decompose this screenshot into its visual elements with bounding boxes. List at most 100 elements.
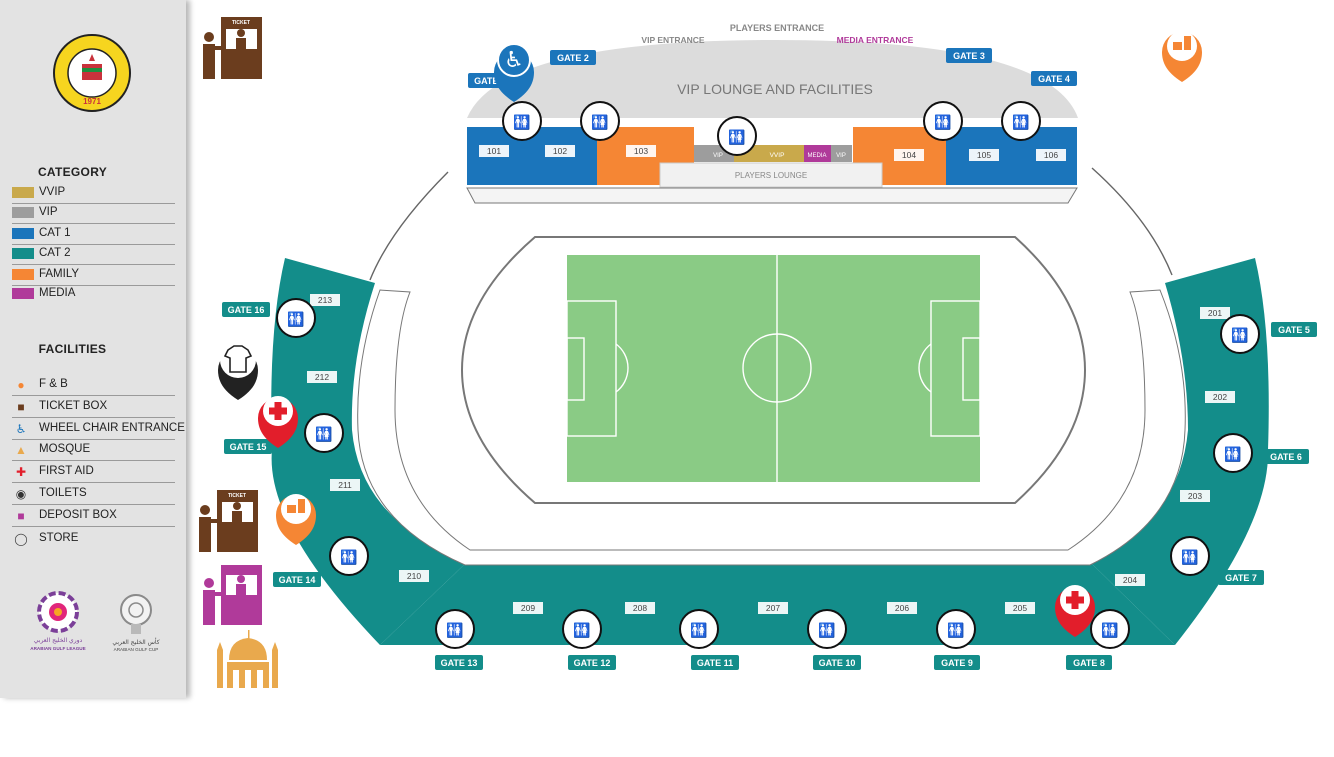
- svg-text:206: 206: [895, 603, 909, 613]
- section-203-label: 203: [1180, 490, 1210, 502]
- gate-7[interactable]: GATE 7: [1218, 570, 1264, 585]
- svg-text:🚻: 🚻: [315, 426, 332, 443]
- svg-text:🚻: 🚻: [728, 129, 745, 146]
- players-lounge-label: PLAYERS LOUNGE: [735, 171, 807, 180]
- mosque-icon[interactable]: [217, 630, 278, 688]
- gate-8[interactable]: GATE 8: [1066, 655, 1112, 670]
- toilets-icon: 🚻: [1090, 609, 1130, 649]
- media-box[interactable]: [804, 145, 831, 162]
- gate-11[interactable]: GATE 11: [691, 655, 739, 670]
- svg-text:GATE 10: GATE 10: [819, 658, 856, 668]
- svg-text:212: 212: [315, 372, 329, 382]
- svg-text:🚻: 🚻: [446, 622, 463, 639]
- svg-text:🚻: 🚻: [513, 114, 530, 131]
- gate-6[interactable]: GATE 6: [1263, 449, 1309, 464]
- svg-text:ARABIAN GULF CUP: ARABIAN GULF CUP: [114, 647, 159, 652]
- first-aid-icon[interactable]: [258, 396, 298, 448]
- toilets-icon: 🚻: [276, 298, 316, 338]
- toilets-icon: 🚻: [304, 413, 344, 453]
- gate-3[interactable]: GATE 3: [946, 48, 992, 63]
- legend-item-fnb: ●F & B: [12, 376, 175, 396]
- store-icon[interactable]: [218, 342, 258, 400]
- gate-5[interactable]: GATE 5: [1271, 322, 1317, 337]
- vip-box-right[interactable]: [831, 145, 852, 162]
- toilets-icon: 🚻: [1213, 433, 1253, 473]
- cat2-swatch: [12, 248, 34, 259]
- legend-item-first-aid: ✚FIRST AID: [12, 463, 175, 483]
- svg-text:208: 208: [633, 603, 647, 613]
- section-103-label: 103: [626, 145, 656, 157]
- section-204-label: 204: [1115, 574, 1145, 586]
- vip-swatch: [12, 207, 34, 218]
- svg-text:207: 207: [766, 603, 780, 613]
- toilets-icon: 🚻: [502, 101, 542, 141]
- wheelchair-icon: ♿: [15, 422, 27, 436]
- svg-text:ARABIAN GULF LEAGUE: ARABIAN GULF LEAGUE: [30, 646, 85, 651]
- vip-lounge-label: VIP LOUNGE AND FACILITIES: [677, 81, 873, 97]
- svg-text:202: 202: [1213, 392, 1227, 402]
- facilities-title: FACILITIES: [38, 342, 107, 356]
- svg-text:GATE 14: GATE 14: [279, 575, 316, 585]
- svg-text:♿: ♿: [504, 48, 524, 73]
- legend-item-store: ◯STORE: [14, 532, 79, 546]
- svg-text:GATE 11: GATE 11: [697, 658, 733, 668]
- toilets-icon: ◉: [15, 487, 27, 501]
- toilets-icon: 🚻: [580, 101, 620, 141]
- section-105-label: 105: [969, 149, 999, 161]
- first-aid-icon[interactable]: [1055, 585, 1095, 637]
- lower-tier-stand-east: [1090, 258, 1269, 645]
- svg-text:205: 205: [1013, 603, 1027, 613]
- media-swatch: [12, 288, 34, 299]
- ticket-box-icon[interactable]: TICKET: [203, 17, 262, 79]
- section-104-label: 104: [894, 149, 924, 161]
- gate-2[interactable]: GATE 2: [550, 50, 596, 65]
- gate-15[interactable]: GATE 15: [224, 439, 272, 454]
- gate-9[interactable]: GATE 9: [934, 655, 980, 670]
- section-210-label: 210: [399, 570, 429, 582]
- svg-text:213: 213: [318, 295, 332, 305]
- svg-text:MEDIA: MEDIA: [807, 153, 826, 159]
- players-entrance-label: PLAYERS ENTRANCE: [730, 23, 824, 33]
- ticket-box-icon: ■: [17, 400, 25, 414]
- legend-item-cat1: CAT 1: [12, 225, 175, 245]
- food-drink-icon[interactable]: [276, 494, 316, 545]
- legend-item-deposit-box: ■DEPOSIT BOX: [12, 507, 175, 527]
- toilets-icon: 🚻: [936, 609, 976, 649]
- ticket-box-icon[interactable]: TICKET: [199, 490, 258, 552]
- svg-text:TICKET: TICKET: [228, 493, 246, 499]
- svg-text:201: 201: [1208, 308, 1222, 318]
- arabian-gulf-cup-logo: كأس الخليج العربي ARABIAN GULF CUP: [112, 594, 160, 652]
- svg-text:🚻: 🚻: [818, 622, 835, 639]
- svg-text:101: 101: [487, 146, 501, 156]
- food-drink-icon[interactable]: [1162, 31, 1202, 82]
- gate-16[interactable]: GATE 16: [222, 302, 270, 317]
- svg-text:203: 203: [1188, 491, 1202, 501]
- wheelchair-icon[interactable]: ♿: [494, 43, 534, 102]
- svg-text:GATE 16: GATE 16: [228, 305, 265, 315]
- gate-13[interactable]: GATE 13: [435, 655, 483, 670]
- svg-text:1971: 1971: [83, 97, 101, 106]
- vvip-swatch: [12, 187, 34, 198]
- svg-text:🚻: 🚻: [1181, 549, 1198, 566]
- section-212-label: 212: [307, 371, 337, 383]
- deposit-box-icon[interactable]: [203, 565, 262, 625]
- section-106-label: 106: [1036, 149, 1066, 161]
- svg-text:GATE 12: GATE 12: [574, 658, 611, 668]
- svg-text:211: 211: [338, 480, 352, 490]
- gate-10[interactable]: GATE 10: [813, 655, 861, 670]
- svg-text:🚻: 🚻: [947, 622, 964, 639]
- family-swatch: [12, 269, 34, 280]
- gate-12[interactable]: GATE 12: [568, 655, 616, 670]
- legend-item-media: MEDIA: [12, 285, 175, 305]
- svg-text:VIP: VIP: [836, 153, 846, 159]
- toilets-icon: 🚻: [1170, 536, 1210, 576]
- svg-text:VVIP: VVIP: [770, 152, 785, 159]
- stadium-map: VIP LOUNGE AND FACILITIES PLAYERS ENTRAN…: [199, 17, 1317, 688]
- svg-text:102: 102: [553, 146, 567, 156]
- legend-item-mosque: ▲MOSQUE: [12, 441, 175, 461]
- gate-14[interactable]: GATE 14: [273, 572, 321, 587]
- media-entrance-label: MEDIA ENTRANCE: [837, 35, 914, 45]
- cat1-swatch: [12, 228, 34, 239]
- deposit-box-icon: ■: [17, 509, 25, 523]
- gate-4[interactable]: GATE 4: [1031, 71, 1077, 86]
